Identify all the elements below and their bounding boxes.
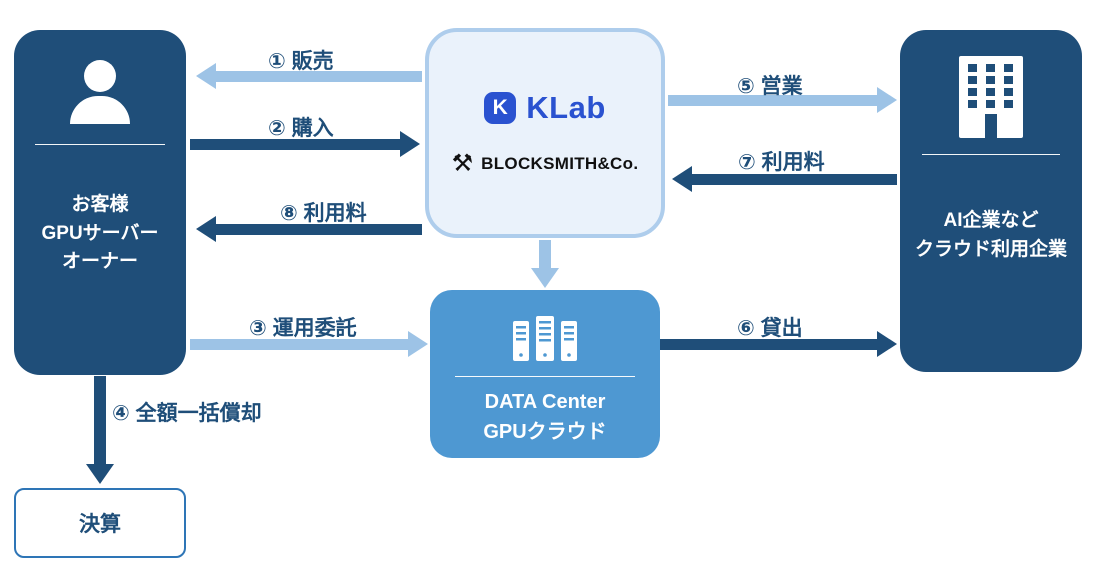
arrow-operation [190,331,428,357]
datacenter-divider [455,376,635,377]
arrow-sales-head-icon [196,63,216,89]
arrow-purchase-label: ② 購入 [268,117,334,140]
customer-node: お客様 GPUサーバー オーナー [14,30,186,375]
arrow-lending-label: ⑥ 貸出 [737,317,803,340]
settlement-node: 決算 [14,488,186,558]
arrow-usage-fee-to-owner-head-icon [196,216,216,242]
customer-label-line1: お客様 [71,194,129,215]
arrow-operation-label: ③ 運用委託 [249,317,357,340]
ai-companies-divider [921,154,1061,155]
arrow-lending [660,331,897,357]
arrow-sales-label: ① 販売 [268,50,334,73]
datacenter-node: DATA Center GPUクラウド [430,290,660,458]
person-icon [68,60,132,124]
arrow-depreciation-label: ④ 全額一括償却 [112,402,262,425]
arrow-marketing [668,87,897,113]
ai-companies-label-line1: AI企業など [943,210,1039,231]
blocksmith-logo: ⚒ BLOCKSMITH&Co. [452,152,639,176]
arrow-usage-fee-from-companies-label: ⑦ 利用料 [738,151,825,174]
blocksmith-logo-text: BLOCKSMITH&Co. [481,154,639,173]
arrow-operation-head-icon [408,331,428,357]
arrow-purchase-head-icon [400,131,420,157]
arrow-usage-fee-to-owner [196,216,422,242]
server-icon [513,316,577,361]
arrow-klab-to-datacenter [531,240,559,288]
arrow-lending-head-icon [877,331,897,357]
arrow-depreciation [86,376,114,484]
arrow-klab-to-datacenter-head-icon [531,268,559,288]
building-icon [959,56,1023,138]
person-icon-head [84,60,116,92]
klab-logo-icon: K [484,92,517,124]
klab-blocksmith-node: K KLab ⚒ BLOCKSMITH&Co. [425,28,665,238]
customer-divider [34,144,166,145]
arrow-marketing-label: ⑤ 営業 [737,75,803,98]
arrow-sales [196,63,422,89]
arrow-usage-fee-from-companies [672,166,897,192]
arrow-purchase [190,131,420,157]
arrow-marketing-head-icon [877,87,897,113]
arrow-depreciation-head-icon [86,464,114,484]
settlement-label: 決算 [79,513,121,536]
arrow-usage-fee-to-owner-label: ⑧ 利用料 [280,202,367,225]
arrow-usage-fee-from-companies-head-icon [672,166,692,192]
hammer-and-pick-icon: ⚒ [451,150,474,177]
datacenter-label: DATA Center GPUクラウド [483,387,606,447]
customer-label: お客様 GPUサーバー オーナー [42,191,159,277]
person-icon-body [70,96,130,124]
ai-companies-node: AI企業など クラウド利用企業 [900,30,1082,372]
ai-companies-label: AI企業など クラウド利用企業 [915,207,1067,264]
ai-companies-label-line2: クラウド利用企業 [914,238,1067,260]
customer-label-line2: GPUサーバー [41,222,159,244]
datacenter-label-line1: DATA Center [484,391,606,413]
klab-logo-text: KLab [526,90,606,125]
customer-label-line3: オーナー [61,251,138,272]
klab-logo: K KLab [484,90,606,126]
datacenter-label-line2: GPUクラウド [483,421,607,443]
